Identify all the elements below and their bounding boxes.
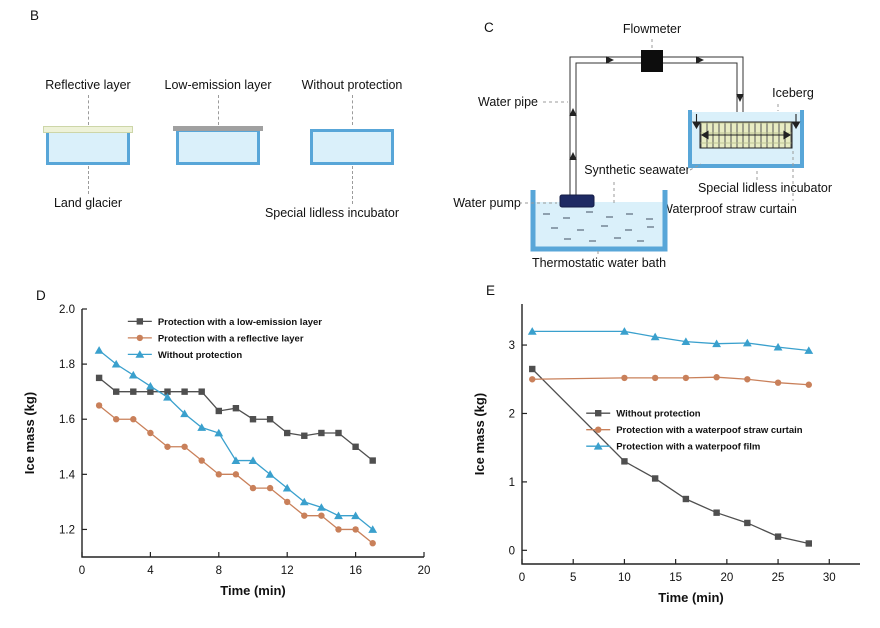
apparatus-diagram — [519, 39, 804, 257]
svg-text:8: 8 — [216, 565, 222, 577]
svg-text:3: 3 — [509, 340, 515, 352]
water-pump-device — [559, 194, 595, 208]
svg-text:16: 16 — [349, 565, 362, 577]
connector-dash — [352, 95, 353, 125]
label-synthetic-seawater: Synthetic seawater — [584, 163, 690, 177]
svg-text:Protection with a reflective l: Protection with a reflective layer — [158, 333, 304, 344]
svg-text:Protection with a waterpoof fi: Protection with a waterpoof film — [616, 442, 760, 453]
water-dashes — [543, 211, 654, 242]
incubator-arrows — [692, 114, 801, 140]
svg-text:Protection with a low-emission: Protection with a low-emission layer — [158, 317, 322, 328]
panel-c-letter: C — [484, 20, 494, 35]
x-axis-label: Time (min) — [658, 590, 724, 605]
svg-text:10: 10 — [618, 572, 631, 584]
label-flowmeter: Flowmeter — [622, 22, 682, 36]
svg-text:0: 0 — [79, 565, 85, 577]
series-1 — [95, 402, 376, 547]
connector-dash — [88, 95, 89, 125]
svg-text:20: 20 — [720, 572, 733, 584]
svg-text:5: 5 — [570, 572, 576, 584]
axes: 0 4 8 12 16 20 1.2 1.4 1.6 1.8 2.0 — [59, 304, 430, 577]
label-waterproof-straw-curtain: Waterproof straw curtain — [661, 202, 797, 216]
y-axis-label: Ice mass (kg) — [472, 393, 487, 475]
iceberg-incubator — [688, 110, 804, 168]
label-low-emission-layer: Low-emission layer — [164, 78, 272, 92]
incubator-without-protection — [310, 129, 394, 165]
svg-text:1.4: 1.4 — [59, 469, 76, 481]
y-axis-label: Ice mass (kg) — [22, 392, 37, 474]
panel-b-letter: B — [30, 8, 40, 23]
reflective-layer-strip — [43, 126, 133, 133]
panel-e-letter: E — [486, 283, 496, 298]
connector-dash — [218, 95, 219, 125]
flow-arrows — [569, 56, 744, 160]
legend: Protection with a low-emission layerProt… — [127, 317, 322, 361]
svg-text:15: 15 — [669, 572, 682, 584]
thermostatic-water-bath — [530, 190, 668, 252]
bath-water — [535, 202, 663, 248]
label-special-lidless-incubator-b: Special lidless incubator — [264, 206, 400, 220]
label-connectors — [519, 39, 794, 257]
label-water-pipe: Water pipe — [478, 95, 538, 109]
svg-text:Without protection: Without protection — [616, 409, 701, 420]
svg-text:12: 12 — [281, 565, 294, 577]
incubator-low-emission — [173, 126, 263, 165]
panel-d-letter: D — [36, 288, 46, 303]
label-iceberg: Iceberg — [772, 86, 814, 100]
series-0 — [95, 374, 376, 464]
series-0 — [529, 365, 812, 547]
svg-text:2.0: 2.0 — [59, 304, 75, 316]
incubator-walls — [688, 110, 804, 168]
svg-text:0: 0 — [509, 545, 515, 557]
svg-text:25: 25 — [772, 572, 785, 584]
connector-dash — [88, 166, 89, 194]
x-axis-label: Time (min) — [220, 583, 286, 598]
svg-text:20: 20 — [418, 565, 431, 577]
label-water-pump: Water pump — [453, 196, 521, 210]
series-2 — [94, 346, 378, 533]
label-reflective-layer: Reflective layer — [45, 78, 131, 92]
label-thermostatic-water-bath: Thermostatic water bath — [531, 256, 667, 270]
svg-text:30: 30 — [823, 572, 836, 584]
bath-walls — [530, 190, 668, 252]
svg-text:4: 4 — [147, 565, 154, 577]
connector-dash — [352, 166, 353, 204]
axes: 0 5 10 15 20 25 30 0 1 2 3 — [509, 304, 860, 584]
label-without-protection: Without protection — [301, 78, 403, 92]
label-special-lidless-incubator-c: Special lidless incubator — [697, 181, 833, 195]
svg-text:2: 2 — [509, 408, 515, 420]
svg-text:1.8: 1.8 — [59, 359, 75, 371]
svg-text:1: 1 — [509, 477, 515, 489]
svg-text:1.6: 1.6 — [59, 414, 75, 426]
series-1 — [529, 374, 812, 388]
svg-text:1.2: 1.2 — [59, 524, 75, 536]
incubator-reflective — [43, 126, 133, 165]
svg-text:Protection with a waterpoof st: Protection with a waterpoof straw curtai… — [616, 425, 803, 436]
label-land-glacier: Land glacier — [53, 196, 123, 210]
svg-text:0: 0 — [519, 572, 525, 584]
flowmeter-box — [641, 50, 663, 72]
svg-text:Without protection: Without protection — [158, 350, 243, 361]
low-emission-layer-strip — [173, 126, 263, 131]
series-2 — [527, 327, 814, 354]
